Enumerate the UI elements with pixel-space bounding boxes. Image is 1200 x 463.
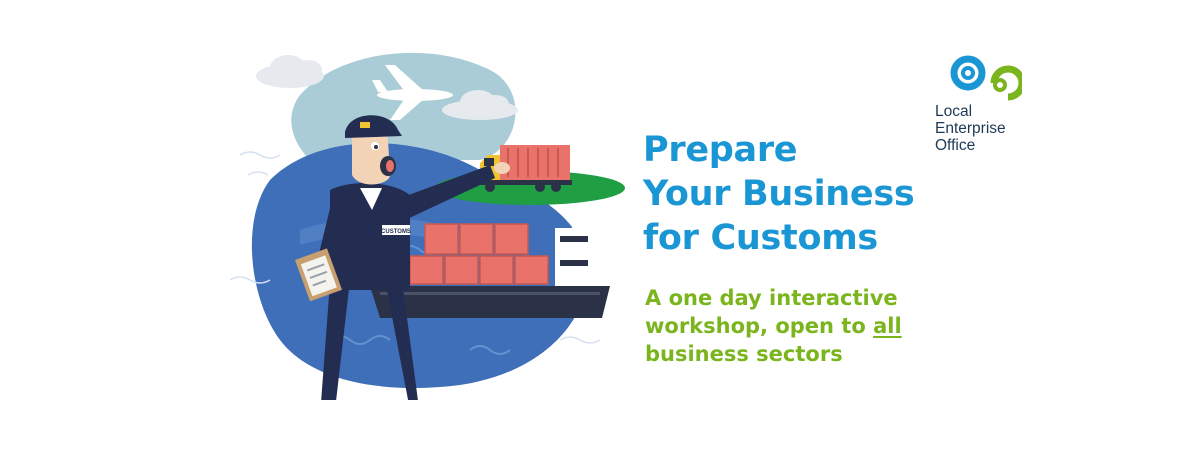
subheadline-line-1: A one day interactive bbox=[645, 286, 898, 310]
customs-officer: CUSTOMS bbox=[295, 115, 510, 400]
subheadline-line-2: workshop, open to all bbox=[645, 312, 902, 340]
customs-illustration: CUSTOMS bbox=[230, 52, 625, 400]
cloud-left bbox=[256, 55, 324, 88]
cloud-right bbox=[442, 90, 518, 120]
cargo-ship bbox=[370, 208, 610, 318]
headline-line-3: for Customs bbox=[643, 218, 878, 258]
subheadline-line-2-text: workshop, open to bbox=[645, 314, 874, 338]
headline: Prepare Your Business for Customs bbox=[643, 128, 915, 260]
logo-line-3: Office bbox=[935, 137, 976, 154]
customs-badge: CUSTOMS bbox=[381, 229, 411, 235]
emphasis-all: all bbox=[873, 314, 902, 338]
clipboard-icon bbox=[295, 248, 342, 302]
logo-line-2: Enterprise bbox=[935, 120, 1006, 137]
leo-logo-icon bbox=[950, 55, 1022, 101]
logo-line-1: Local bbox=[935, 103, 973, 120]
airplane-icon bbox=[372, 65, 453, 120]
logo-text: Local Enterprise Office bbox=[935, 103, 1006, 154]
subheadline-line-3: business sectors bbox=[645, 342, 843, 366]
headline-line-1: Prepare bbox=[643, 130, 798, 170]
local-enterprise-office-logo: Local Enterprise Office bbox=[930, 55, 1040, 165]
headline-line-2: Your Business bbox=[643, 174, 915, 214]
subheadline: A one day interactive workshop, open to … bbox=[645, 284, 902, 368]
truck-icon bbox=[480, 145, 572, 192]
